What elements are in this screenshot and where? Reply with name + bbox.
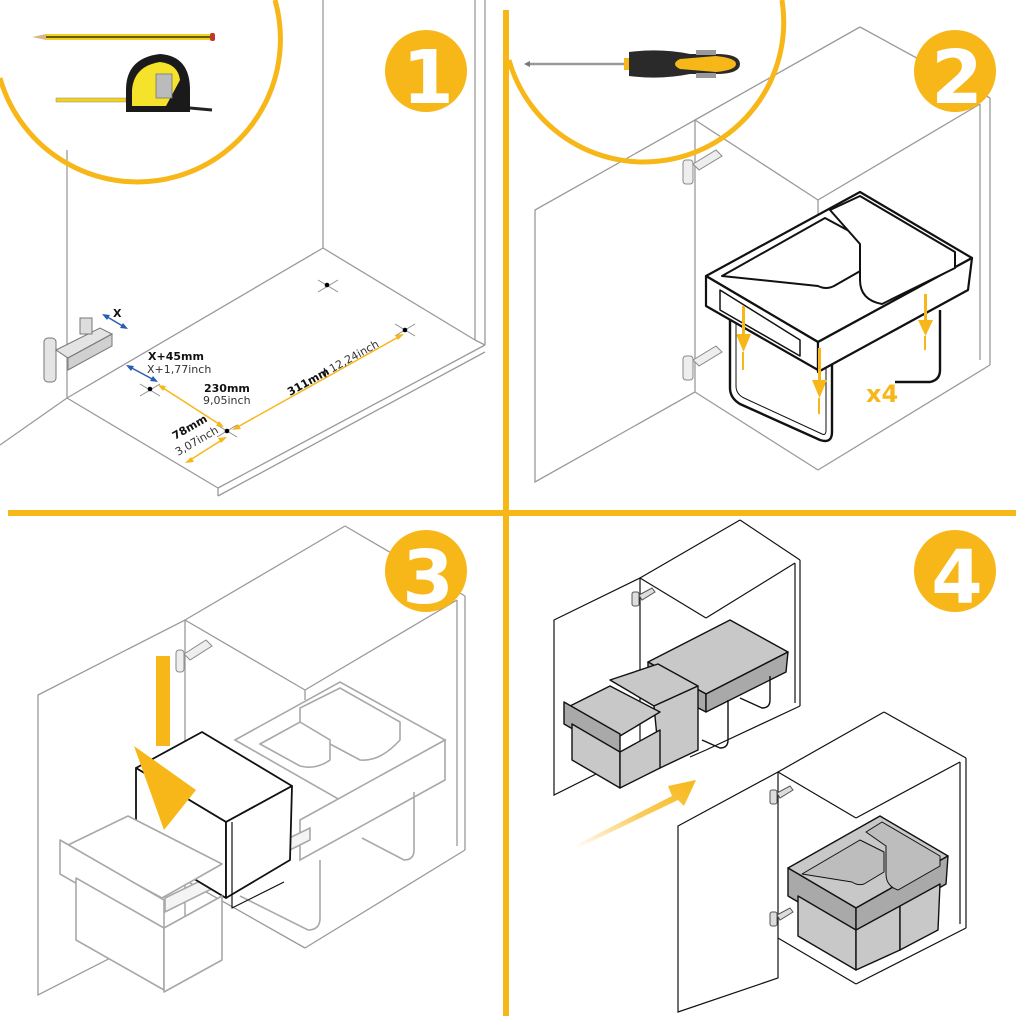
pulled-bins [563, 663, 699, 789]
step-2-panel: x4 [509, 0, 991, 484]
horizontal-divider [8, 510, 1016, 516]
step-number-1: 1 [402, 35, 454, 112]
step-badge-2: 2 [914, 30, 996, 112]
step-badge-1: 1 [385, 30, 467, 112]
step-number-3: 3 [402, 535, 454, 612]
front-bin [59, 815, 223, 993]
hinge-icon [631, 587, 656, 607]
hinge-icon [769, 785, 794, 927]
bin-frame-legs [728, 310, 942, 443]
width-inch-label: 12,24inch [327, 338, 381, 376]
cabinet-outline-closed [677, 711, 967, 1013]
offset-inch-label: X+1,77inch [147, 363, 211, 376]
installed-bins [787, 815, 949, 971]
tape-measure-icon [55, 54, 213, 112]
hinge-icon [682, 149, 723, 381]
drill-marks [139, 279, 416, 438]
depth-mm-label: 230mm [204, 382, 250, 395]
hinge-icon [175, 639, 213, 673]
width-separator: / [320, 365, 331, 379]
bin-frame [704, 190, 974, 374]
vertical-divider [503, 10, 509, 1016]
step-badge-3: 3 [385, 530, 467, 612]
tools-circle [0, 0, 283, 185]
cabinet-outline [0, 0, 486, 497]
tools-circle [509, 0, 787, 165]
slide-in-arrow [574, 780, 696, 848]
down-arrow [134, 656, 196, 830]
down-arrows [736, 294, 933, 414]
step-number-2: 2 [931, 35, 983, 112]
cabinet-outline [534, 26, 991, 484]
depth-inch-label: 9,05inch [203, 394, 251, 407]
step-number-4: 4 [931, 535, 983, 612]
dimension-arrows [102, 314, 404, 463]
step-1-panel: X X+45mm X+1,77inch 230mm 9,05inch 78mm … [0, 0, 486, 497]
screwdriver-icon [524, 50, 740, 78]
step-3-panel [37, 525, 466, 997]
step-badge-4: 4 [914, 530, 996, 612]
offset-mm-label: X+45mm [148, 350, 204, 363]
hinge-icon [43, 317, 114, 383]
hinge-x-label: X [113, 307, 122, 320]
step-4-panel [553, 519, 967, 1013]
pencil-icon [32, 33, 215, 41]
multiplier-label: x4 [866, 380, 898, 408]
